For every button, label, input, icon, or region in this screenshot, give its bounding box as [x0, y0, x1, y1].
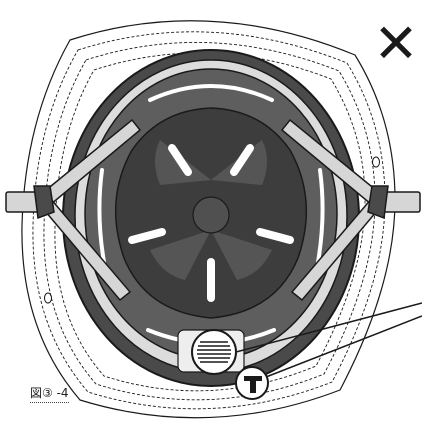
dial-ridges [197, 341, 231, 363]
adjust-dial-highlight [191, 329, 237, 375]
vent-slot-2 [230, 144, 254, 176]
pad-lobe-4 [211, 230, 272, 280]
cover-grommet-right [372, 156, 380, 168]
buckle-right [367, 185, 389, 220]
liner-arc-left [97, 168, 106, 264]
inner-pad [114, 107, 308, 319]
cover-stitch-1 [32, 31, 386, 410]
liner-arc-right [316, 168, 325, 264]
cover-stitch-3 [54, 52, 366, 392]
cover-stitch-2 [43, 42, 376, 401]
callout-line-1 [235, 302, 422, 353]
adjuster-callout [177, 302, 422, 400]
chin-straps [5, 118, 421, 302]
cover-grommet-left [44, 292, 52, 304]
figure-label: 図③ -4 [30, 384, 69, 403]
incorrect-mark-icon: ✕ [373, 12, 419, 75]
buckle-left [33, 185, 55, 220]
strap-tab-right [381, 191, 421, 213]
liner-arc-top [148, 84, 274, 102]
pad-center [192, 196, 230, 234]
fabric-cover [21, 20, 396, 419]
vent-slot-3 [128, 228, 166, 244]
pad-lobe-3 [150, 230, 211, 280]
vent-slot-1 [168, 144, 192, 176]
callout-line-2 [265, 315, 422, 378]
vent-slot-4 [256, 228, 294, 244]
cover-outline [21, 20, 396, 419]
strap-clip-t [244, 376, 262, 393]
